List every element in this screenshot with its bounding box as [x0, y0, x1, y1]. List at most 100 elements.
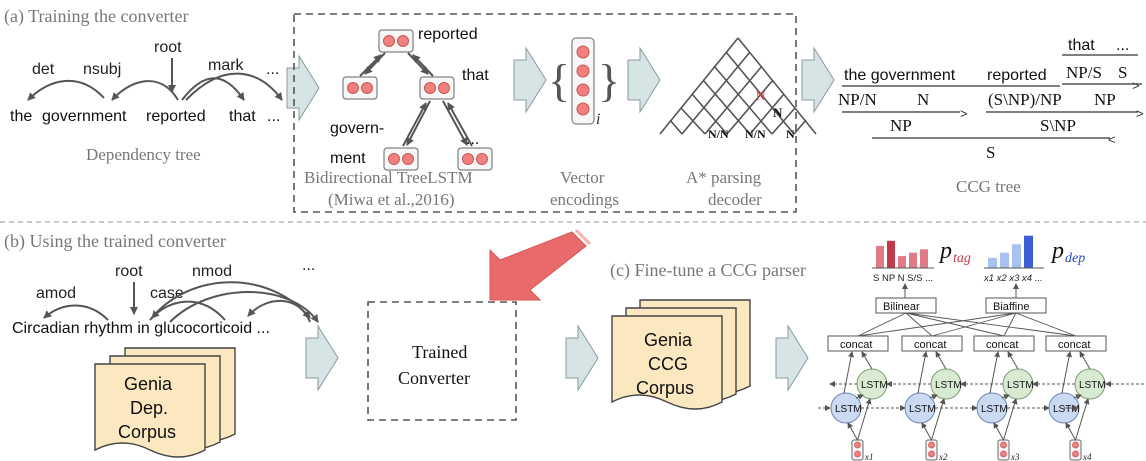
treelstm: reported that govern- ment ... Bidirecti… [304, 26, 493, 209]
ccg-combine-vp: > [1136, 106, 1144, 121]
network-edge [843, 351, 854, 394]
tag-distribution [876, 240, 928, 268]
p-dep-sub: dep [1065, 251, 1085, 266]
concat-to-bilinear [857, 312, 907, 337]
concat-label: concat [840, 339, 872, 351]
network-edge [861, 351, 873, 370]
ccg-cat-nps: NP/S [1066, 63, 1102, 82]
dep-axis-label: x1 x2 x3 x4 ... [983, 273, 1043, 284]
ccg-cat-s: S [986, 143, 995, 162]
tag-bar [876, 245, 884, 268]
biaffine-label: Biaffine [993, 301, 1030, 313]
astar-cell-nn-2: N/N [745, 127, 766, 141]
dep-b-sentence: Circadian rhythm in glucocorticoid ... [12, 320, 270, 337]
dep-arc-det [27, 80, 105, 101]
lstm-backward-label: LSTM [935, 380, 962, 391]
dep-label-nsubj: nsubj [83, 61, 121, 78]
network-edge [1001, 394, 1010, 400]
vector-brace-left: { [548, 55, 570, 106]
concat-to-bilinear [905, 312, 1005, 337]
ccg-cat-np: NP [890, 116, 912, 135]
lstm-backward-label: LSTM [1079, 380, 1106, 391]
astar-grid [659, 37, 817, 135]
section-b-title: (b) Using the trained converter [4, 231, 226, 252]
concat-layer: concat concat concat concat [827, 312, 1107, 352]
treelstm-word-ellipsis: ... [466, 131, 479, 148]
block-arrow-3 [627, 46, 661, 114]
concat-to-biaffine [857, 312, 1017, 337]
lstm-forward-label: LSTM [835, 404, 862, 415]
ccg-cat-np-obj: NP [1094, 90, 1116, 109]
astar-cell-n-red: N [756, 88, 766, 103]
genia-ccg-line3: Corpus [636, 378, 694, 398]
block-arrow-5 [305, 324, 339, 392]
block-arrow-1 [286, 54, 320, 122]
big-red-arrow [489, 228, 592, 301]
lstm-forward-label: LSTM [909, 404, 936, 415]
network-edge [931, 398, 946, 441]
genia-ccg-line1: Genia [644, 330, 693, 350]
trained-converter-box [367, 301, 517, 421]
treelstm-node-right [419, 76, 455, 100]
dep-b-label-ellipsis: ... [302, 257, 315, 274]
lstm-backward-label: LSTM [861, 380, 888, 391]
ccg-combine-s: < [1108, 132, 1116, 147]
ccg-word-that: that [1068, 37, 1095, 54]
treelstm-word-govern: govern- [330, 120, 384, 137]
network-edge [1003, 398, 1018, 441]
network-edge [917, 351, 928, 394]
genia-dep-line1: Genia [124, 374, 173, 394]
tag-bar [887, 240, 895, 268]
dep-word-the: the [10, 108, 32, 125]
lstm-backward-label: LSTM [1007, 380, 1034, 391]
section-c-title: (c) Fine-tune a CCG parser [610, 260, 806, 281]
ccg-cat-npn: NP/N [838, 90, 877, 109]
vector-caption-2: encodings [550, 190, 619, 209]
vector-brace-right: } [598, 55, 620, 106]
input-dot [1072, 441, 1079, 449]
dep-label-mark: mark [208, 57, 245, 74]
network-edge [935, 351, 947, 370]
ccg-word-the-government: the government [844, 67, 956, 84]
vector-caption-1: Vector [560, 168, 605, 187]
dep-label-root: root [154, 39, 182, 56]
treelstm-word-ment: ment [330, 150, 366, 167]
dep-b-label-amod: amod [36, 285, 76, 302]
concat-label: concat [1058, 339, 1090, 351]
lstm-forward-label: LSTM [1053, 404, 1080, 415]
vector-subscript: i [596, 111, 600, 128]
dep-b-label-root: root [115, 263, 143, 280]
treelstm-word-that: that [462, 67, 489, 84]
treelstm-caption-2: (Miwa et al.,2016) [328, 190, 455, 209]
tag-bar [898, 256, 906, 268]
treelstm-caption-1: Bidirectional TreeLSTM [304, 168, 473, 187]
dep-bar [1024, 235, 1033, 268]
block-arrows-a [286, 46, 835, 122]
network-edge [1065, 422, 1076, 441]
tag-bar [920, 249, 928, 268]
input-dot [1000, 441, 1007, 449]
network-edge [989, 351, 1000, 394]
input-label: x2 [938, 452, 948, 461]
concat-label: concat [914, 339, 946, 351]
ccg-tree: that ... the government reported NP/S S … [838, 37, 1144, 196]
section-a-title: (a) Training the converter [4, 6, 188, 27]
genia-dep-line2: Dep. [130, 398, 168, 418]
concat-label: concat [986, 339, 1018, 351]
genia-dep-line3: Corpus [118, 422, 176, 442]
concat-to-bilinear [905, 312, 1077, 337]
network-edge [929, 394, 938, 400]
dep-arc-ellipsis [185, 72, 283, 101]
dep-label-ellipsis: ... [266, 61, 279, 78]
dep-bar [988, 257, 997, 268]
tag-axis-label: S NP N S/S ... [873, 273, 933, 284]
astar-caption-1: A* parsing [686, 168, 762, 187]
network-edge [1079, 351, 1091, 370]
ccg-cat-snp: S\NP [1040, 116, 1076, 135]
dep-bar [1012, 244, 1021, 268]
concat-to-biaffine [1015, 312, 1077, 337]
block-arrow-7 [775, 324, 809, 392]
ccg-parser-network: S NP N S/S ... x1 x2 x3 x4 ... p tag p d… [818, 235, 1144, 461]
input-label: x3 [1010, 452, 1020, 461]
